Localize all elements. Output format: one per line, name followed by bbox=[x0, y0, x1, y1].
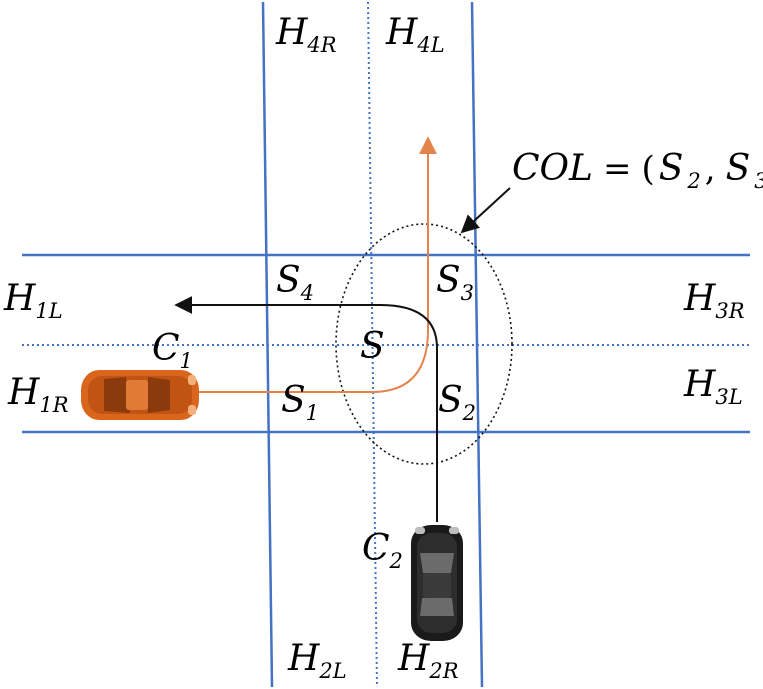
label-h3r: H3R bbox=[683, 278, 745, 323]
label-h4r: H4R bbox=[275, 12, 337, 57]
vertical-lane-divider bbox=[367, 1, 378, 688]
label-c2: C2 bbox=[362, 528, 403, 573]
road-lines bbox=[22, 1, 750, 688]
label-s-center: S bbox=[360, 326, 385, 367]
label-s3: S3 bbox=[436, 260, 474, 305]
label-h4l: H4L bbox=[385, 12, 445, 57]
lane-dividers bbox=[22, 1, 750, 688]
label-s4: S4 bbox=[276, 260, 314, 305]
label-c1: C1 bbox=[152, 328, 193, 373]
label-h2l: H2L bbox=[287, 638, 347, 683]
car2-path-arrow bbox=[174, 296, 438, 522]
label-h3l: H3L bbox=[683, 364, 743, 409]
black-car-icon bbox=[411, 525, 463, 641]
car1-path-arrow bbox=[195, 136, 437, 393]
label-s2: S2 bbox=[438, 380, 476, 425]
label-s1: S1 bbox=[281, 380, 319, 425]
label-h1l: H1L bbox=[3, 278, 63, 323]
orange-car-icon bbox=[81, 370, 199, 420]
label-h2r: H2R bbox=[397, 638, 459, 683]
collision-pointer-arrow bbox=[460, 187, 511, 234]
collision-label: COL = ( S 2 , S 3 ) bbox=[512, 148, 763, 193]
collision-zone-ellipse bbox=[335, 223, 513, 465]
label-h1r: H1R bbox=[7, 372, 69, 417]
